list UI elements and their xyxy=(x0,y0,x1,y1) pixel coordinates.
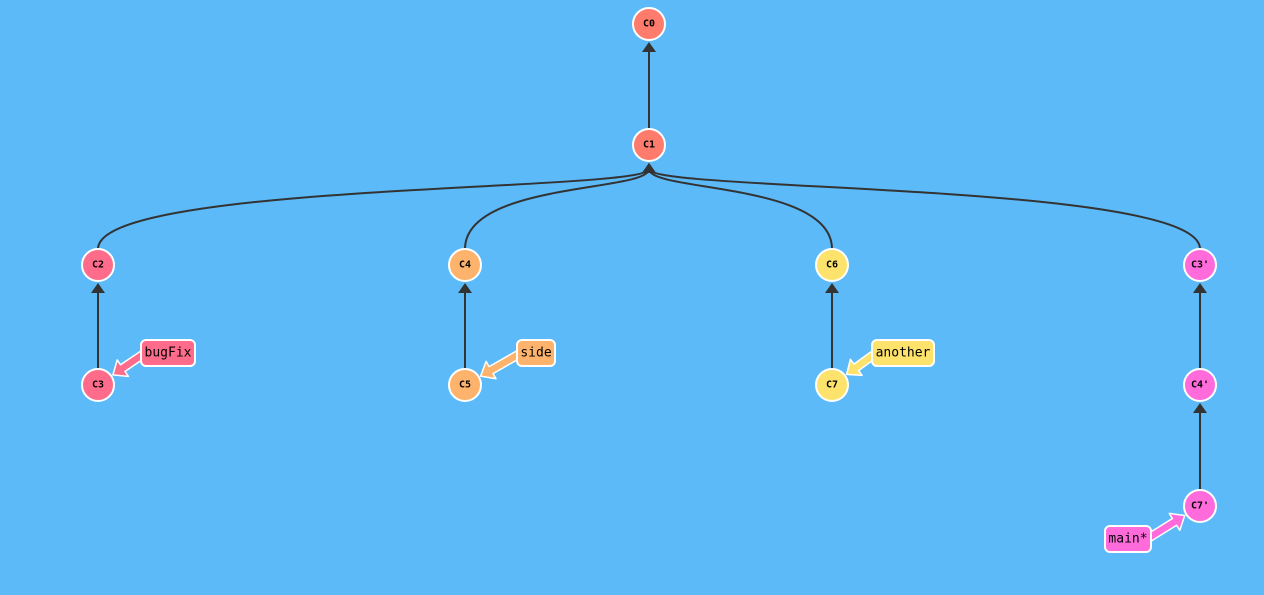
branch-pointer-arrow-main xyxy=(1144,512,1186,544)
commit-label: C6 xyxy=(826,260,838,271)
commit-node-c2[interactable]: C2 xyxy=(81,248,115,282)
commit-node-c4[interactable]: C4' xyxy=(1183,368,1217,402)
commit-node-c3[interactable]: C3' xyxy=(1183,248,1217,282)
commit-label: C3 xyxy=(92,380,104,391)
commit-circle xyxy=(815,368,849,402)
arrowhead-icon xyxy=(642,163,656,173)
branch-box xyxy=(140,339,196,367)
commit-circle xyxy=(1183,248,1217,282)
commit-circle xyxy=(815,248,849,282)
branch-name: another xyxy=(876,346,931,361)
commit-circle xyxy=(632,128,666,162)
commit-label: C4 xyxy=(459,260,471,271)
commit-label: C5 xyxy=(459,380,471,391)
arrowhead-icon xyxy=(458,283,472,293)
branch-pointer-arrow-bugfix xyxy=(112,348,149,378)
commit-circle xyxy=(448,248,482,282)
commit-circle xyxy=(1183,489,1217,523)
commit-circle xyxy=(632,7,666,41)
commit-node-c4[interactable]: C4 xyxy=(448,248,482,282)
arrowhead-icon xyxy=(91,283,105,293)
branch-box xyxy=(516,339,556,367)
branch-box xyxy=(1104,525,1152,553)
commit-circle xyxy=(448,368,482,402)
commit-label: C1 xyxy=(643,140,655,151)
commit-node-c3[interactable]: C3 xyxy=(81,368,115,402)
commit-node-c6[interactable]: C6 xyxy=(815,248,849,282)
branch-label-main[interactable]: main* xyxy=(1104,525,1152,553)
branch-pointer-arrow-another xyxy=(845,349,880,377)
commit-circle xyxy=(81,368,115,402)
arrowhead-icon xyxy=(642,42,656,52)
commit-label: C0 xyxy=(643,19,655,30)
edges-layer xyxy=(91,42,1207,490)
commit-node-c0[interactable]: C0 xyxy=(632,7,666,41)
commit-circle xyxy=(81,248,115,282)
commit-label: C7 xyxy=(826,380,838,391)
edge-c2-to-c1 xyxy=(97,168,650,250)
commit-label: C3' xyxy=(1191,260,1209,271)
arrowhead-icon xyxy=(1193,403,1207,413)
commit-label: C4' xyxy=(1191,380,1209,391)
arrowhead-icon xyxy=(825,283,839,293)
arrowhead-icon xyxy=(1193,283,1207,293)
edge-c4-to-c1 xyxy=(464,168,650,250)
edge-c3-to-c1 xyxy=(648,168,1201,250)
branch-label-bugfix[interactable]: bugFix xyxy=(140,339,196,367)
branch-box xyxy=(871,339,935,367)
edge-c6-to-c1 xyxy=(648,168,833,250)
branch-name: side xyxy=(520,346,551,361)
branch-label-another[interactable]: another xyxy=(871,339,935,367)
branch-pointer-arrow-side xyxy=(479,348,524,380)
branches-layer: bugFix side another main* xyxy=(140,339,1152,553)
branch-name: main* xyxy=(1108,532,1147,547)
commit-circle xyxy=(1183,368,1217,402)
commit-node-c5[interactable]: C5 xyxy=(448,368,482,402)
commit-label: C2 xyxy=(92,260,104,271)
commit-node-c1[interactable]: C1 xyxy=(632,128,666,162)
commit-label: C7' xyxy=(1191,501,1209,512)
branch-label-side[interactable]: side xyxy=(516,339,556,367)
branch-arrows-layer xyxy=(112,348,1186,544)
branch-name: bugFix xyxy=(145,346,192,361)
commit-node-c7[interactable]: C7' xyxy=(1183,489,1217,523)
commit-node-c7[interactable]: C7 xyxy=(815,368,849,402)
